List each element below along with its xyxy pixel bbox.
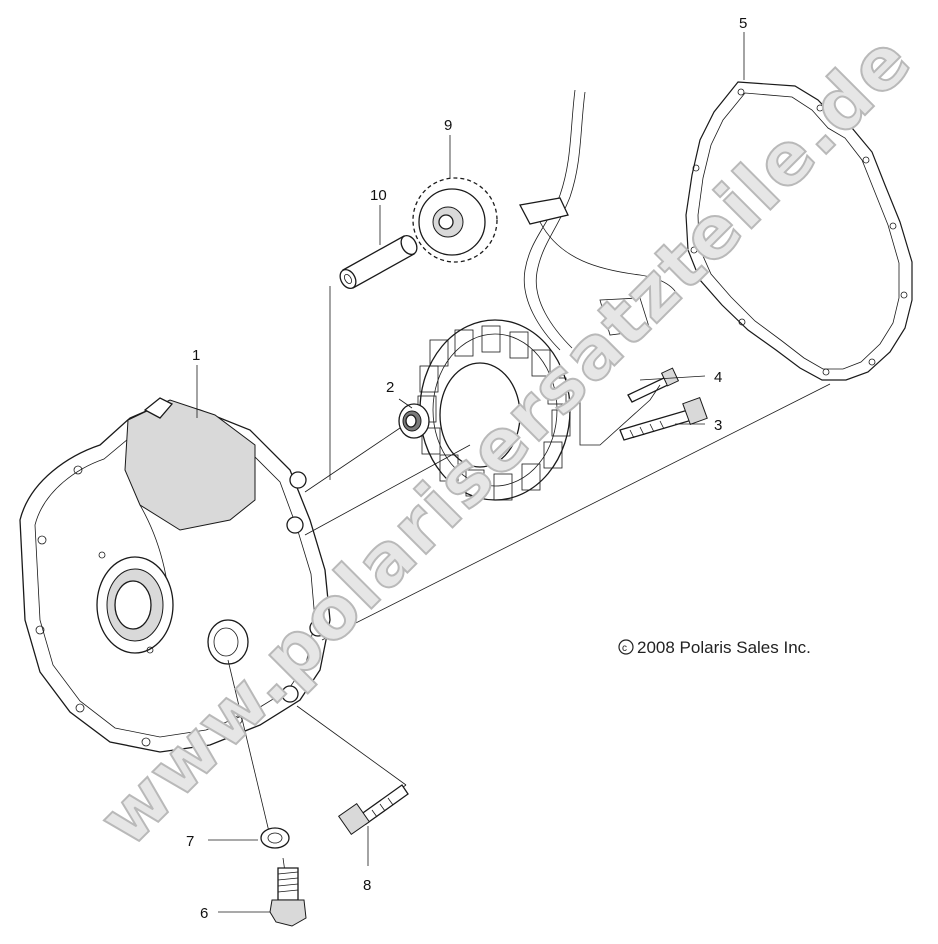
bearing [398,403,430,439]
bolt-long [619,396,708,441]
label-part-1: 1 [192,347,200,364]
label-part-9: 9 [444,117,452,134]
copyright-icon-letter: c [622,643,627,654]
small-screw [627,367,680,403]
assembly-lines [196,32,831,913]
label-part-7: 7 [186,833,194,850]
dowel-pin [339,235,418,289]
bolt-short [337,784,409,836]
gasket [685,81,913,381]
label-part-8: 8 [363,877,371,894]
copyright-notice: c 2008 Polaris Sales Inc. [618,638,811,657]
drain-plug [269,867,307,927]
copyright-icon [618,639,634,655]
label-part-2: 2 [386,379,394,396]
label-part-10: 10 [370,187,387,204]
stator [417,89,681,501]
gear [412,177,498,263]
copyright-text: 2008 Polaris Sales Inc. [637,638,811,657]
label-part-5: 5 [739,15,747,32]
washer [260,827,290,849]
label-part-6: 6 [200,905,208,922]
label-part-4: 4 [714,369,722,386]
cover [19,397,331,753]
label-part-3: 3 [714,417,722,434]
